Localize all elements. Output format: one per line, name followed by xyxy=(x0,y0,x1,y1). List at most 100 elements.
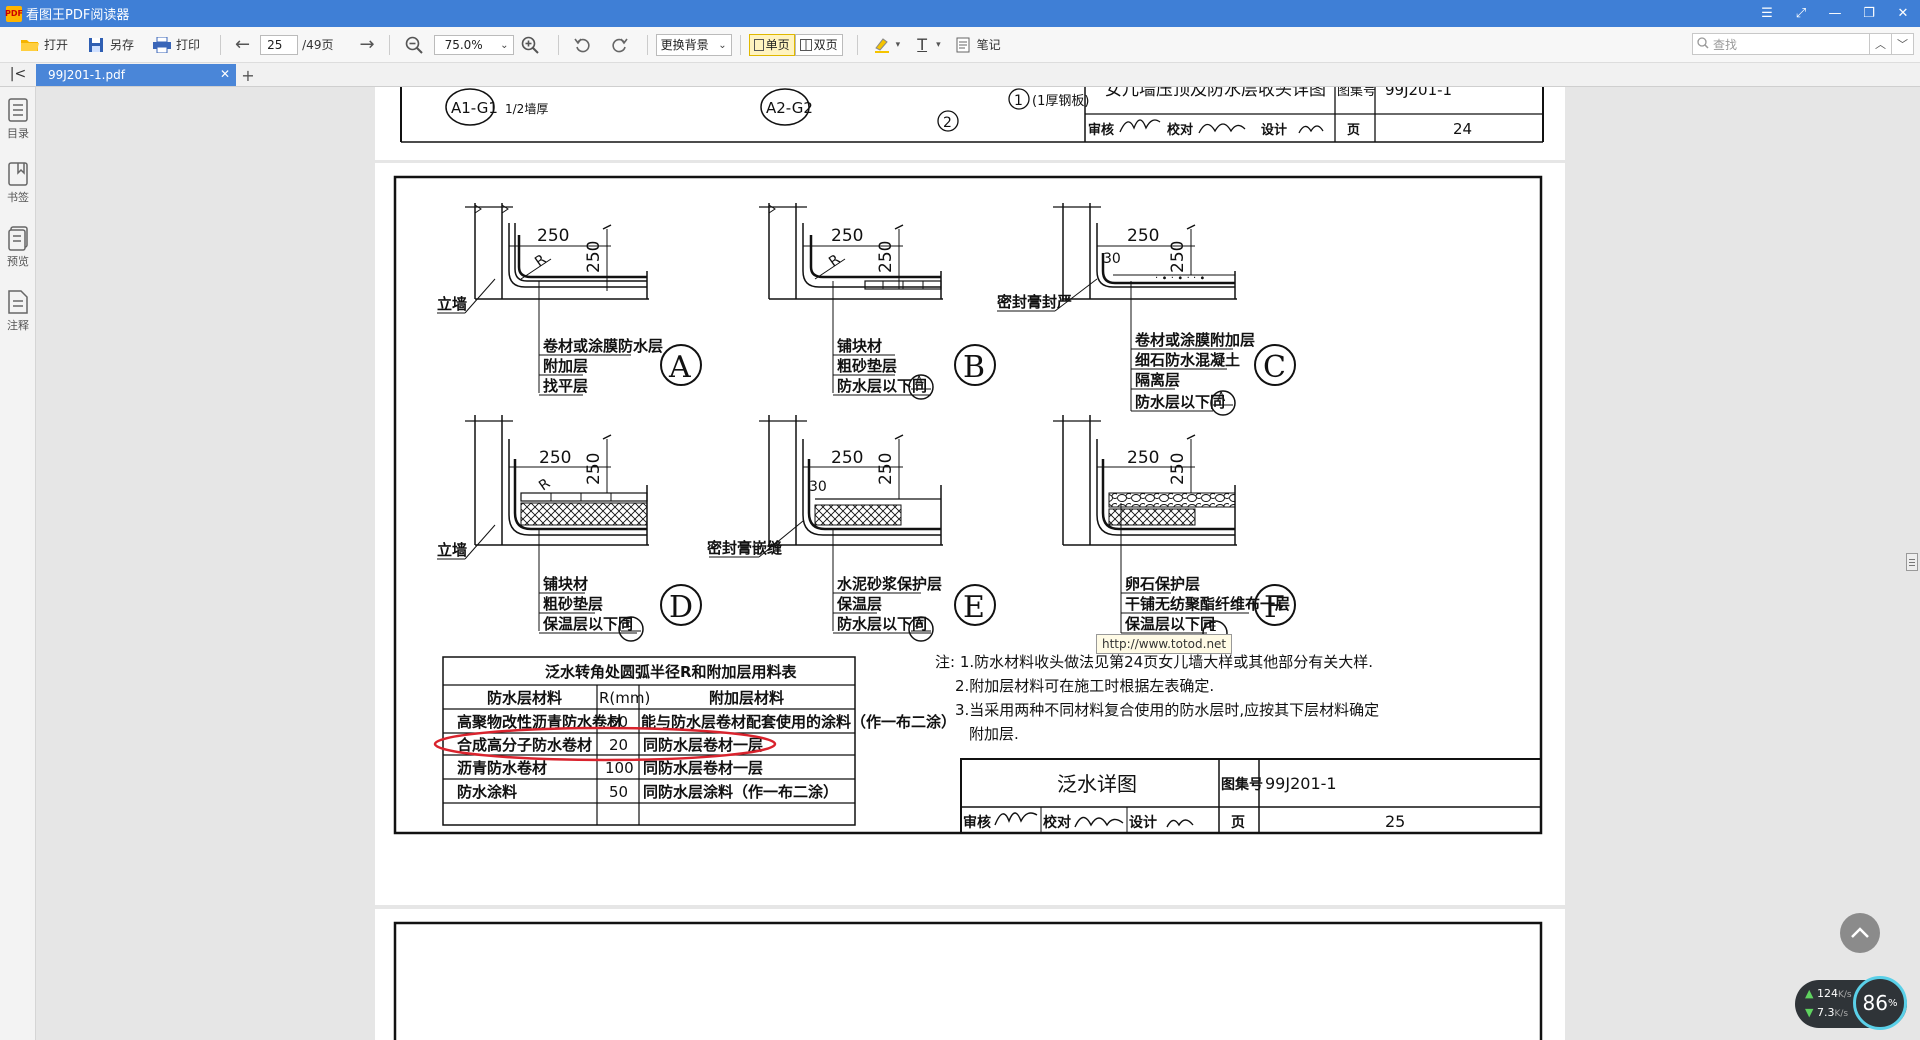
sidebar-item-label: 预览 xyxy=(7,255,29,268)
rotate-right-button[interactable] xyxy=(603,31,639,59)
red-annotation-ellipse xyxy=(433,726,777,762)
separator xyxy=(646,34,648,55)
marker-2: 2 xyxy=(943,115,952,131)
ref-f: E xyxy=(1209,620,1217,634)
sidebar-item-label: 注释 xyxy=(7,319,29,332)
tab-document[interactable]: 99J201-1.pdf ✕ xyxy=(36,64,236,86)
fullscreen-icon[interactable]: ⤢ xyxy=(1795,6,1807,21)
zoom-in-button[interactable] xyxy=(514,31,550,59)
highlight-button[interactable]: ▾ xyxy=(866,31,907,59)
save-as-button[interactable]: 另存 xyxy=(80,31,140,59)
search-input[interactable]: 查找 xyxy=(1692,33,1870,55)
sidebar-item-bookmarks[interactable]: 书签 xyxy=(0,151,36,215)
layer-d-1: 铺块材 xyxy=(543,575,588,593)
page-number-input[interactable]: 25 xyxy=(260,34,299,55)
print-button[interactable]: 打印 xyxy=(146,31,206,59)
table-cell-1-1: 20 xyxy=(609,736,628,754)
prev-title-partial: 女儿墙压顶及防水层收头详图 xyxy=(1105,87,1326,100)
page-26-drawing xyxy=(393,921,1543,1040)
notes-label: 笔记 xyxy=(976,38,1001,52)
upload-value: 124 xyxy=(1816,987,1838,1000)
minimize-icon[interactable]: — xyxy=(1828,6,1842,21)
next-page-button[interactable]: → xyxy=(353,31,380,59)
wall-note: 1/2墙厚 xyxy=(505,102,548,116)
text-tool-button[interactable]: T ▾ xyxy=(906,31,947,59)
arrow-down-icon: ▼ xyxy=(1805,1006,1814,1019)
plus-icon: + xyxy=(241,65,255,85)
sidebar: 目录 书签 预览 注释 xyxy=(0,87,36,1040)
menu-icon[interactable]: ☰ xyxy=(1761,6,1773,21)
ref-e: A xyxy=(915,616,924,630)
zoom-out-button[interactable] xyxy=(398,31,434,59)
chevron-down-icon: ⌄ xyxy=(500,39,509,51)
dim-250-c: 250 xyxy=(1127,226,1159,246)
r-label-b: R xyxy=(826,251,843,270)
text-tool-icon: T xyxy=(917,35,928,54)
table-cell-2-1: 100 xyxy=(605,759,634,777)
table-cell-0-0: 高聚物改性沥青防水卷材 xyxy=(457,713,622,731)
background-select[interactable]: 更换背景 ⌄ xyxy=(655,33,732,56)
prev-check: 校对 xyxy=(1167,122,1193,138)
ref-c: A xyxy=(1217,390,1226,404)
search-next-button[interactable]: ﹀ xyxy=(1892,33,1914,55)
layer-f-2: 干铺无纺聚酯纤维布一层 xyxy=(1125,595,1290,613)
prev-page-button[interactable]: ← xyxy=(229,31,256,59)
note-1: 注: 1.防水材料收头做法见第24页女儿墙大样或其他部分有关大样. xyxy=(935,653,1373,671)
layer-b-1: 铺块材 xyxy=(837,337,882,355)
background-label: 更换背景 xyxy=(660,37,709,52)
search-nav: ︿ ﹀ xyxy=(1870,33,1914,55)
upload-speed: ▲ 124K/s xyxy=(1805,987,1852,1000)
sidebar-item-toc[interactable]: 目录 xyxy=(0,87,36,151)
app-logo-icon: PDF xyxy=(5,5,23,22)
zoom-select[interactable]: 75.0% ⌄ xyxy=(433,34,514,55)
sidebar-item-preview[interactable]: 预览 xyxy=(0,215,36,279)
save-as-label: 另存 xyxy=(110,38,135,52)
dim-250-e: 250 xyxy=(831,448,863,468)
network-speed-widget[interactable]: ▲ 124K/s ▼ 7.3K/s 86% xyxy=(1795,976,1907,1030)
double-page-button[interactable]: 双页 xyxy=(794,33,843,56)
chevron-down-icon: ⌄ xyxy=(718,39,727,51)
download-speed: ▼ 7.3K/s xyxy=(1805,1006,1848,1019)
sheet-note: (1厚钢板) xyxy=(1032,94,1089,109)
chevron-up-icon xyxy=(1851,927,1869,938)
chevron-up-icon: ︿ xyxy=(1875,38,1886,51)
dim-250-b: 250 xyxy=(831,226,863,246)
scrollbar-thumb[interactable] xyxy=(1906,553,1918,571)
chevron-down-icon: ▾ xyxy=(895,39,901,50)
detail-d: 250 250 R 立墙 铺块材 粗砂垫层 保温层以下同 E D xyxy=(437,415,702,642)
arrow-up-icon: ▲ xyxy=(1805,987,1814,1000)
add-tab-button[interactable]: + xyxy=(236,64,260,86)
signature-check xyxy=(1074,816,1124,828)
layer-b-2: 粗砂垫层 xyxy=(837,357,897,375)
upload-unit: K/s xyxy=(1837,990,1852,1000)
chevron-down-icon: ﹀ xyxy=(1897,38,1908,51)
title-bar: PDF 看图王PDF阅读器 ☰ ⤢ — ❐ ✕ xyxy=(0,0,1920,27)
open-button[interactable]: 打开 xyxy=(14,31,74,59)
annotation-icon xyxy=(8,290,28,314)
restore-icon[interactable]: ❐ xyxy=(1863,6,1875,21)
close-icon[interactable]: ✕ xyxy=(219,67,230,81)
rotate-left-button[interactable] xyxy=(567,31,603,59)
note-3: 3.当采用两种不同材料复合使用的防水层时,应按其下层材料确定 xyxy=(955,701,1379,719)
close-icon[interactable]: ✕ xyxy=(1897,6,1909,21)
title-block-title: 泛水详图 xyxy=(1057,772,1137,796)
pdf-page-25: 250 250 R 立墙 卷材或涂膜防水层 附加层 找平层 A xyxy=(375,163,1565,905)
single-page-button[interactable]: 单页 xyxy=(748,33,795,56)
collapse-sidebar-button[interactable]: |< xyxy=(0,62,36,86)
note-2: 2.附加层材料可在施工时根据左表确定. xyxy=(955,677,1214,695)
dim-250-a: 250 xyxy=(537,226,569,246)
layer-a-3: 找平层 xyxy=(543,377,588,395)
sidebar-item-annotations[interactable]: 注释 xyxy=(0,279,36,343)
table-header-1: R(mm) xyxy=(599,689,650,707)
title-block-review: 审核 xyxy=(963,814,991,831)
layer-c-2: 细石防水混凝土 xyxy=(1135,351,1240,369)
title-block-check: 校对 xyxy=(1043,814,1071,831)
marker-a2g2: A2-G2 xyxy=(766,99,813,117)
document-viewer[interactable]: A1-G1 1/2墙厚 A2-G2 2 1 (1厚钢板) 女儿墙压顶及防水层收头… xyxy=(37,87,1920,1040)
dim-250-b-v: 250 xyxy=(876,241,896,273)
back-to-top-button[interactable] xyxy=(1840,913,1880,953)
prev-atlas-no: 99J201-1 xyxy=(1385,87,1452,99)
notes-button[interactable]: 笔记 xyxy=(947,31,1007,59)
table-cell-2-2: 同防水层卷材一层 xyxy=(643,759,763,777)
search-prev-button[interactable]: ︿ xyxy=(1870,33,1892,55)
